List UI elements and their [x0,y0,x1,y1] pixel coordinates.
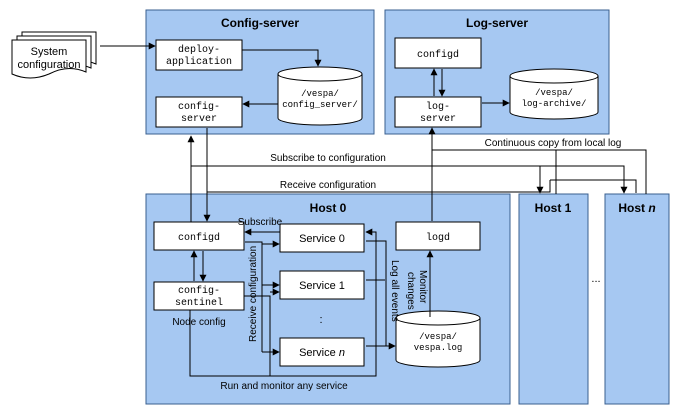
log-all-events-bus [366,240,387,346]
monitor-changes-line1: Monitor [417,270,428,304]
config-server-line2: server [181,114,217,125]
services-ellipsis: : [319,314,322,326]
config-sentinel-line1: config- [178,285,220,297]
logd-label: logd [426,232,450,244]
deploy-application-line2: application [166,56,232,68]
service1-label: Service 1 [299,280,345,292]
config-server-line1: config- [178,101,220,113]
log-server-line2: server [420,114,456,125]
config-server-box [155,96,243,128]
service-n-box [279,337,365,367]
receive-configuration-line [207,180,551,193]
node-config-label: Node config [172,317,225,328]
service0-box [279,223,365,253]
log-archive-store-line2: log-archive/ [522,99,587,109]
host0-configd-box [153,221,245,251]
system-configuration-document: System configuration [11,31,97,79]
service1-box [279,270,365,300]
logd-box [395,221,481,251]
monitor-changes-line2: changes [405,272,416,310]
subscribe-to-configuration-label: Subscribe to configuration [270,153,386,164]
host-n-title: Host n [618,201,655,215]
system-configuration-line1: System [31,46,68,58]
sentinel-run-bus [244,295,271,376]
continuous-copy-line-host1 [432,149,557,194]
vespa-log-store-line2: vespa.log [414,343,463,353]
vespa-log-store-cylinder: /vespa/ vespa.log [395,310,481,368]
host-ellipsis: ... [591,273,600,285]
log-archive-store-cylinder: /vespa/ log-archive/ [509,68,599,120]
config-server-store-line2: config_server/ [282,100,358,110]
receive-configuration-vertical-label: Receive configuration [248,246,259,342]
system-configuration-line2: configuration [18,59,81,71]
receive-configuration-bus [245,241,263,352]
log-server-configd-box [394,37,482,69]
log-archive-store-line1: /vespa/ [535,88,573,98]
config-server-title: Config-server [221,16,299,30]
log-all-events-label: Log all events [389,260,400,322]
receive-configuration-line-n [550,179,637,193]
continuous-copy-line-host-n [556,149,647,194]
deploy-application-box [155,39,243,71]
subscribe-label: Subscribe [238,217,283,228]
log-server-configd-label: configd [417,49,459,61]
continuous-copy-label: Continuous copy from local log [485,138,622,149]
service-n-label: Service n [299,347,345,359]
run-and-monitor-label: Run and monitor any service [220,381,348,392]
config-sentinel-line2: sentinel [175,297,223,309]
service0-label: Service 0 [299,233,345,245]
deploy-application-line1: deploy- [178,44,220,56]
config-sentinel-box [153,281,245,311]
host0-configd-label: configd [178,232,220,244]
deploy-to-store-arrow [242,49,322,67]
receive-configuration-label: Receive configuration [280,180,376,191]
config-server-store-cylinder: /vespa/ config_server/ [277,66,363,126]
run-and-monitor-line [189,228,377,377]
host1-panel [518,193,589,405]
vespa-log-store-line1: /vespa/ [419,332,457,342]
config-server-store-line1: /vespa/ [301,89,339,99]
log-server-title: Log-server [466,16,528,30]
subscribe-to-configuration-line-n [540,165,628,194]
host0-title: Host 0 [310,201,347,215]
log-server-line1: log- [426,101,450,113]
host-n-panel [604,193,670,405]
log-server-box [394,96,482,128]
host1-title: Host 1 [535,201,572,215]
